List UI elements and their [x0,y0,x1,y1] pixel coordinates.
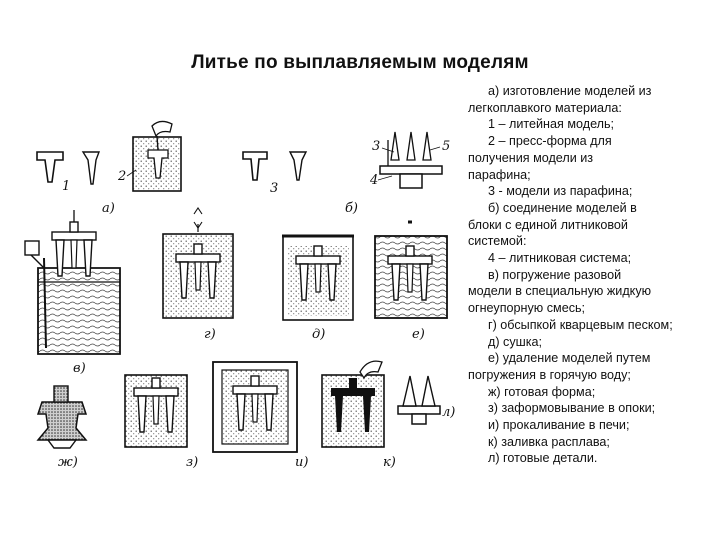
step-v-dipping-tank [25,210,120,354]
step-d-drying-box [282,236,354,320]
label-zh: ж) [58,455,78,470]
legend-line: модели в специальную жидкую [468,283,713,300]
number-5: 5 [442,139,450,154]
step-z-flask [125,375,187,447]
legend-line: легкоплавкого материала: [468,100,713,117]
legend-line: е) удаление моделей путем [468,350,713,367]
legend-line: к) заливка расплава; [468,434,713,451]
legend-line: ж) готовая форма; [468,384,713,401]
legend-line: огнеупорную смесь; [468,300,713,317]
label-e: е) [412,327,425,342]
legend-line: и) прокаливание в печи; [468,417,713,434]
number-1: 1 [62,179,70,194]
legend-line: з) заформовывание в опоки; [468,400,713,417]
label-l: л) [442,405,455,420]
number-2: 2 [117,169,126,184]
step-zh-ready-form [38,386,86,448]
legend-line: л) готовые детали. [468,450,713,467]
legend-line: а) изготовление моделей из [468,83,713,100]
legend-line: б) соединение моделей в [468,200,713,217]
label-k: к) [383,455,396,470]
step-a-press-form-2 [133,121,181,191]
label-a: а) [102,201,115,216]
label-z: з) [186,455,198,470]
legend-line: парафина; [468,167,713,184]
legend-line: 2 – пресс-форма для [468,133,713,150]
legend-line: получения модели из [468,150,713,167]
label-i: и) [295,455,308,470]
label-b: б) [345,201,358,216]
step-i-furnace [213,362,297,452]
step-l-finished-parts [398,376,440,424]
label-d: д) [312,327,325,342]
label-v: в) [73,361,86,376]
process-diagram: а) б) в) г) д) е) ж) з) и) к) л) 1 2 3 3… [0,0,470,540]
step-a-wax-models-3 [243,152,306,180]
legend-line: погружения в горячую воду; [468,367,713,384]
step-e-hot-water-tank [375,222,447,318]
number-3-block: 3 [372,139,380,154]
legend-line: в) погружение разовой [468,267,713,284]
legend-line: 4 – литниковая система; [468,250,713,267]
number-4: 4 [369,173,378,188]
label-g: г) [204,327,216,342]
legend-line: 3 - модели из парафина; [468,183,713,200]
legend-line: блоки с единой литниковой [468,217,713,234]
step-b-gating-system [380,132,442,188]
step-k-pouring [322,361,384,447]
legend-line: 1 – литейная модель; [468,116,713,133]
legend-line: д) сушка; [468,334,713,351]
legend-line: системой: [468,233,713,250]
legend-line: г) обсыпкой кварцевым песком; [468,317,713,334]
step-g-sand-box [163,208,233,318]
number-3: 3 [270,181,278,196]
